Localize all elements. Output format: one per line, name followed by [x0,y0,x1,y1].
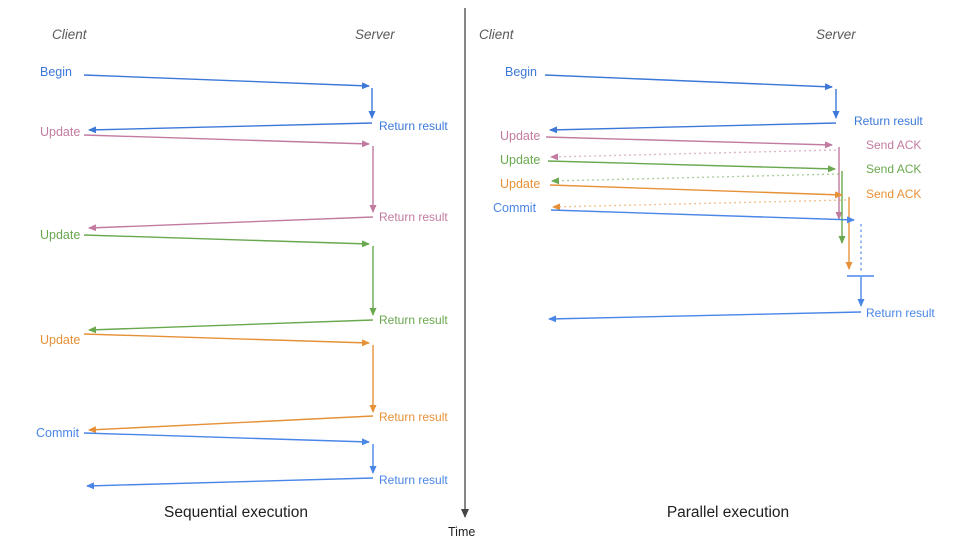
seq-update1-response-label: Return result [379,210,448,224]
par-begin-label: Begin [505,65,537,79]
sequential-server-header: Server [355,27,395,42]
par-commit-request-line [550,209,855,224]
parallel-panel: Client Server Begin Return result Update… [479,27,935,521]
time-axis-label: Time [448,525,475,539]
seq-update2-return-line [88,319,374,334]
seq-commit-response-label: Return result [379,473,448,487]
time-axis: Time [448,8,475,539]
par-update2-ack-line [551,173,840,185]
seq-update2-message: Update Return result [40,228,448,334]
seq-update1-request-line [83,134,370,148]
par-commit-message: Commit Return result [493,201,935,323]
par-update3-label: Update [500,177,540,191]
seq-update3-return-line [88,415,374,434]
par-update2-request-line [547,160,836,173]
seq-commit-message: Commit Return result [36,426,448,490]
sequential-panel: Client Server Begin Return result Update… [36,27,448,521]
par-begin-request-line [544,74,833,91]
par-update3-ack-line [552,199,847,211]
seq-begin-label: Begin [40,65,72,79]
par-commit-return-line [548,311,862,323]
seq-update2-label: Update [40,228,80,242]
parallel-client-header: Client [479,27,515,42]
seq-update1-return-line [88,216,374,232]
seq-update2-request-line [83,234,370,248]
seq-update3-request-line [83,333,370,347]
par-update1-request-line [545,136,833,149]
seq-update1-label: Update [40,125,80,139]
seq-begin-message: Begin Return result [40,65,448,134]
par-update1-label: Update [500,129,540,143]
par-update3-ack-label: Send ACK [866,187,921,201]
par-update3-message: Update Send ACK [500,177,921,270]
par-update1-message: Update Send ACK [500,129,921,220]
par-begin-message: Begin Return result [505,65,923,134]
seq-update2-response-label: Return result [379,313,448,327]
par-commit-response-label: Return result [866,306,935,320]
seq-begin-return-line [88,122,373,134]
seq-update3-response-label: Return result [379,410,448,424]
parallel-panel-title: Parallel execution [667,504,789,521]
par-update1-ack-label: Send ACK [866,138,921,152]
par-update3-request-line [549,184,843,199]
par-update1-ack-line [550,149,837,161]
seq-update1-message: Update Return result [40,125,448,232]
par-begin-return-line [549,122,837,134]
sequential-client-header: Client [52,27,88,42]
seq-commit-request-line [83,432,370,446]
par-update2-ack-label: Send ACK [866,162,921,176]
par-begin-response-label: Return result [854,114,923,128]
parallel-server-header: Server [816,27,856,42]
seq-begin-request-line [83,74,370,90]
seq-begin-response-label: Return result [379,119,448,133]
seq-update3-label: Update [40,333,80,347]
seq-commit-label: Commit [36,426,80,440]
seq-update3-message: Update Return result [40,333,448,434]
par-commit-label: Commit [493,201,537,215]
seq-commit-return-line [86,477,374,490]
par-update2-label: Update [500,153,540,167]
sequential-panel-title: Sequential execution [164,504,308,521]
par-update2-message: Update Send ACK [500,153,921,244]
